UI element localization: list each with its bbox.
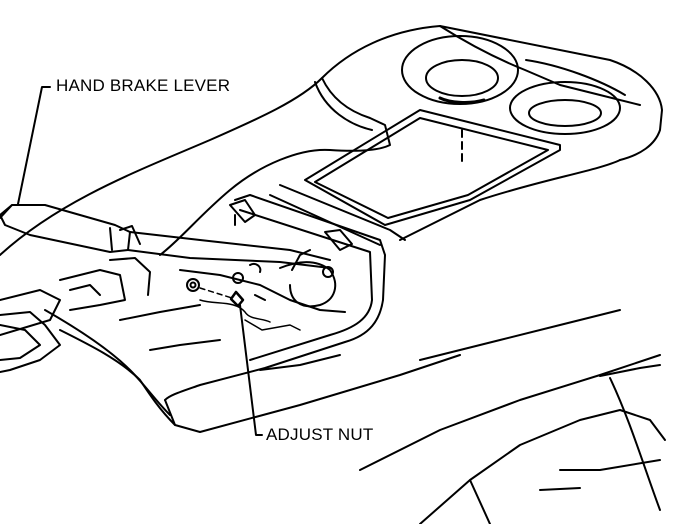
hand-brake-leader [17, 86, 51, 205]
storage-tray [269, 109, 561, 246]
hand-brake-lever-label: HAND BRAKE LEVER [56, 76, 231, 95]
console-shell [0, 25, 663, 256]
console-cavity [164, 194, 386, 401]
adjust-nut-label: ADJUST NUT [266, 425, 374, 444]
floor-outline [359, 354, 666, 524]
cup-holders [401, 35, 626, 135]
console-base [0, 257, 621, 433]
hand-brake-lever-shape [0, 204, 331, 269]
leader-lines [17, 86, 263, 436]
adjust-nut-leader [239, 304, 263, 436]
